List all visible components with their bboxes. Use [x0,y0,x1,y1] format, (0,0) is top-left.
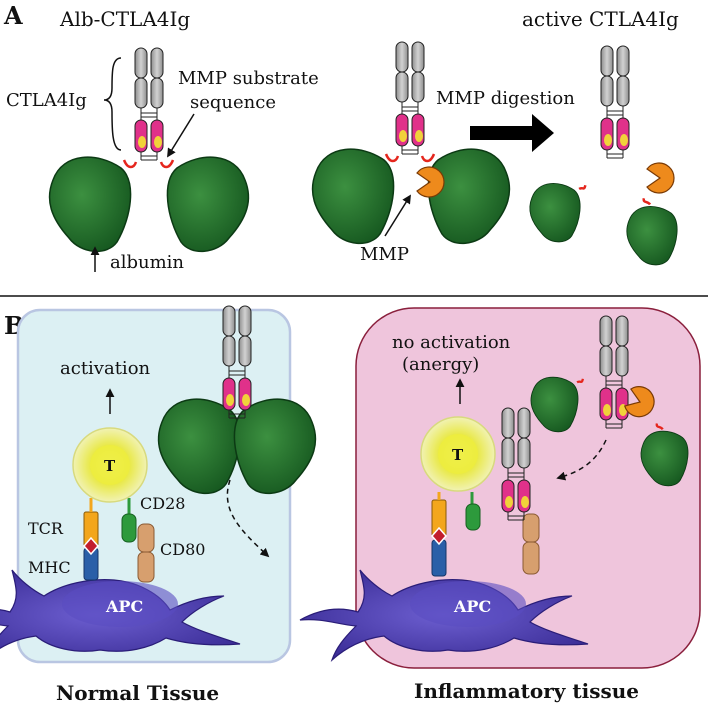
ctla4ig-molecule-middle [395,41,425,155]
albumin-normal-right [233,398,317,495]
normal-tissue-panel: activation APC T TCR MHC CD28 CD80 [0,305,317,664]
apc-label: APC [105,597,143,616]
albumin-right [166,156,250,253]
substrate-label-2: sequence [190,92,276,113]
albumin-middle-right [427,148,511,245]
albumin-fragment-right [626,197,678,266]
active-ctla4ig-title: active CTLA4Ig [522,7,679,31]
apc-label-inflammatory: APC [453,597,491,616]
cd80-upper-inflammatory [522,513,540,543]
no-activation-label-2: (anergy) [402,354,479,375]
cd80-lower-inflammatory [522,541,540,575]
antigen-peptide [83,536,99,556]
albumin-left [48,156,132,253]
inflammatory-tissue-panel: no activation (anergy) APC T [299,307,701,669]
albumin-label: albumin [110,252,184,273]
mmp-arrow [384,194,411,237]
cd80-ligand-lower [137,551,155,583]
mmp-cleavage-construct [311,41,511,245]
antigen-peptide-inflammatory [431,526,447,546]
albumin-fragment-inflam-left [530,376,585,433]
inflammatory-tissue-caption: Inflammatory tissue [414,679,639,703]
substrate-arrow [167,113,195,158]
ctla4ig-molecule [134,47,164,161]
cd28-receptor-inflammatory [465,503,481,531]
panel-a: A Alb-CTLA4Ig active CTLA4Ig CTLA4Ig MMP… [3,1,679,273]
activation-label: activation [60,358,151,379]
mhc-label: MHC [28,558,71,577]
binding-arrow [556,439,607,481]
normal-tissue-caption: Normal Tissue [56,681,219,705]
ctla4ig-brace [103,57,122,151]
substrate-label-1: MMP substrate [178,68,319,89]
albumin-fragment-left [529,182,587,243]
alb-ctla4ig-construct [48,47,250,253]
cd28-label: CD28 [140,494,185,513]
t-cell-label: T [104,457,116,475]
digestion-arrow [470,114,554,152]
cd28-receptor [121,513,137,543]
t-cell-label-inflammatory: T [452,446,464,464]
albumin-middle-left [311,148,395,245]
mmp-enzyme [416,166,445,198]
cd80-ligand-upper [137,523,155,553]
albumin-fragment-inflam-right [640,423,689,487]
no-activation-label-1: no activation [392,332,511,353]
panel-a-letter: A [3,1,23,30]
tcr-label: TCR [28,519,64,538]
mmp-enzyme-released [646,162,675,194]
alb-ctla4ig-title: Alb-CTLA4Ig [59,7,190,31]
mmp-label: MMP [360,244,409,265]
active-ctla4ig-molecule [600,45,630,159]
mhc-receptor-inflammatory [431,539,447,577]
ctla4ig-label: CTLA4Ig [6,90,87,111]
cd80-label: CD80 [160,540,205,559]
mmp-digestion-label: MMP digestion [436,88,575,109]
